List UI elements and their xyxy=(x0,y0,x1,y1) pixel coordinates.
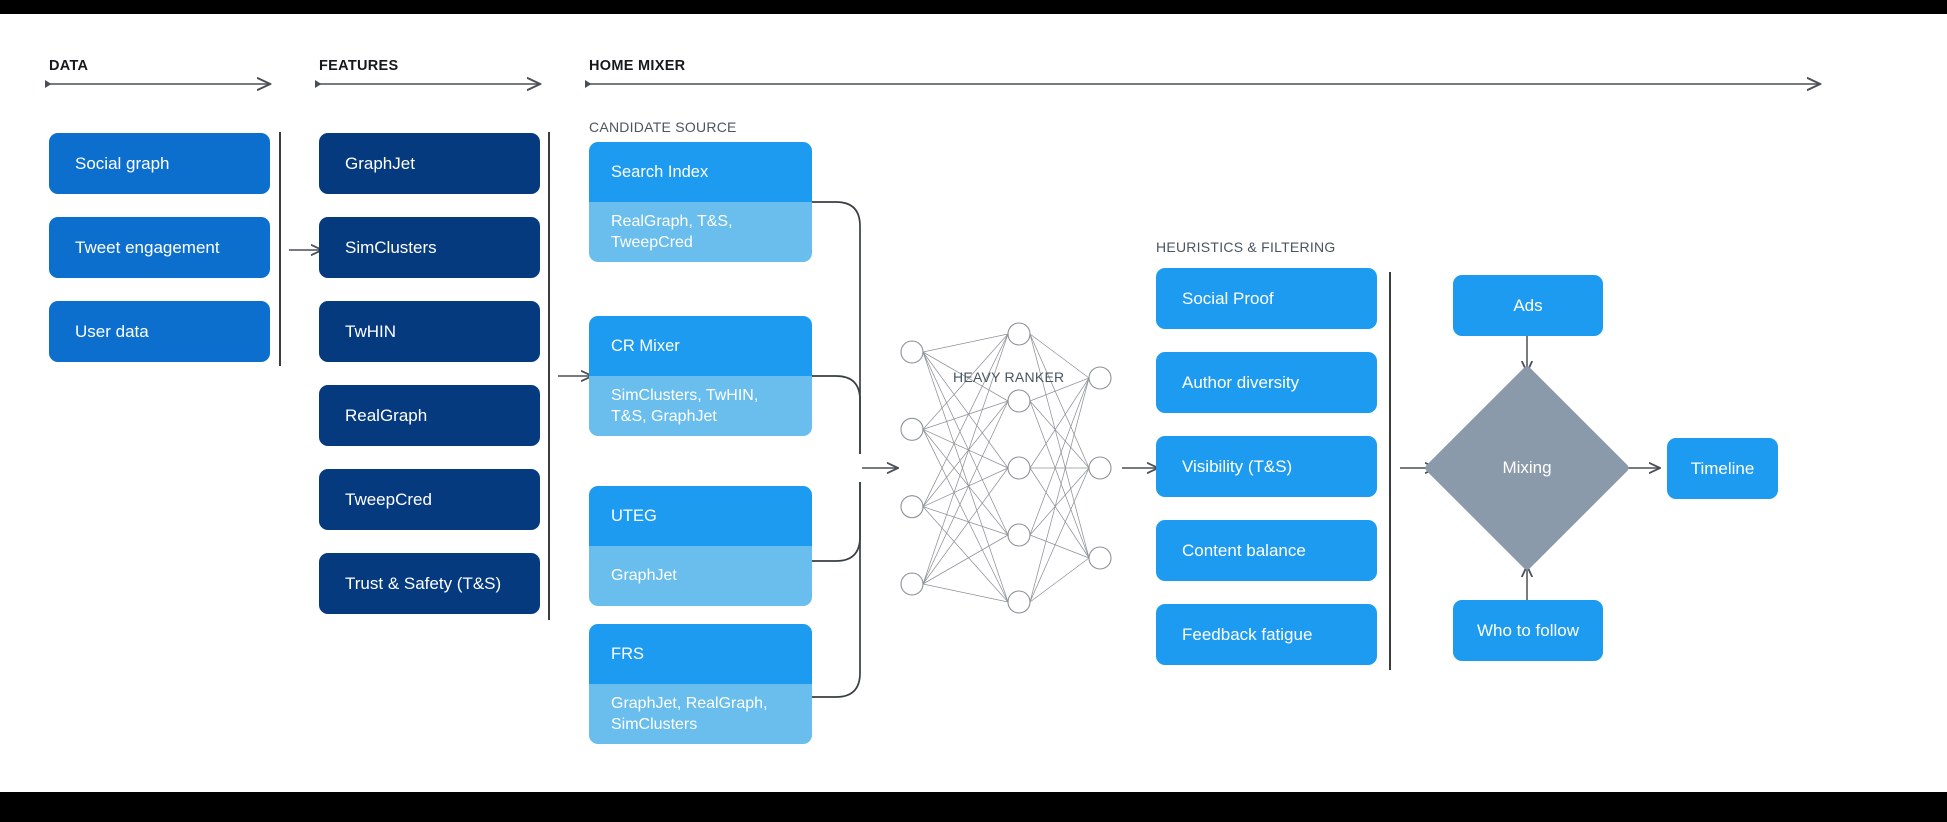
data-box-label: Social graph xyxy=(75,153,170,173)
section-title-data: DATA xyxy=(49,58,89,74)
heuristic-box-label: Feedback fatigue xyxy=(1182,624,1313,644)
mixing-label: Mixing xyxy=(1502,458,1552,477)
candidate-source-name: CR Mixer xyxy=(589,316,812,376)
feature-box-label: GraphJet xyxy=(345,153,415,173)
feature-box-label: SimClusters xyxy=(345,237,437,257)
data-box-user-data[interactable]: User data xyxy=(49,301,270,362)
candidate-source-card-frs[interactable]: FRS GraphJet, RealGraph, SimClusters xyxy=(589,624,812,744)
section-title-home-mixer: HOME MIXER xyxy=(589,58,686,74)
heuristic-box-visibility[interactable]: Visibility (T&S) xyxy=(1156,436,1377,497)
feature-box-twhin[interactable]: TwHIN xyxy=(319,301,540,362)
ads-label: Ads xyxy=(1513,295,1543,315)
data-box-tweet-engagement[interactable]: Tweet engagement xyxy=(49,217,270,278)
candidate-source-name: UTEG xyxy=(589,486,812,546)
section-title-features: FEATURES xyxy=(319,58,399,74)
timeline-label: Timeline xyxy=(1690,458,1755,478)
timeline-box[interactable]: Timeline xyxy=(1667,438,1778,499)
subsection-title-heuristics: HEURISTICS & FILTERING xyxy=(1156,239,1336,255)
candidate-source-card-search-index[interactable]: Search Index RealGraph, T&S, TweepCred xyxy=(589,142,812,262)
candidate-source-features: SimClusters, TwHIN, T&S, GraphJet xyxy=(589,376,812,436)
ads-box[interactable]: Ads xyxy=(1453,275,1603,336)
data-box-label: Tweet engagement xyxy=(75,237,220,257)
candidate-source-name: FRS xyxy=(589,624,812,684)
subsection-title-candidate-source: CANDIDATE SOURCE xyxy=(589,119,737,135)
data-box-social-graph[interactable]: Social graph xyxy=(49,133,270,194)
heuristic-box-label: Author diversity xyxy=(1182,372,1300,392)
feature-box-graphjet[interactable]: GraphJet xyxy=(319,133,540,194)
diagram-canvas: DATA FEATURES HOME MIXER CANDIDATE SOURC… xyxy=(0,14,1947,792)
who-to-follow-label: Who to follow xyxy=(1476,620,1580,640)
feature-box-label: TwHIN xyxy=(345,321,396,341)
candidate-source-features: RealGraph, T&S, TweepCred xyxy=(589,202,812,262)
connector-overlay xyxy=(0,14,1947,698)
feature-box-label: Trust & Safety (T&S) xyxy=(345,573,502,593)
feature-box-realgraph[interactable]: RealGraph xyxy=(319,385,540,446)
heuristic-box-social-proof[interactable]: Social Proof xyxy=(1156,268,1377,329)
candidate-source-features: GraphJet xyxy=(589,546,812,606)
feature-box-trust-safety[interactable]: Trust & Safety (T&S) xyxy=(319,553,540,614)
candidate-source-features: GraphJet, RealGraph, SimClusters xyxy=(589,684,812,744)
candidate-source-name: Search Index xyxy=(589,142,812,202)
heuristic-box-content-balance[interactable]: Content balance xyxy=(1156,520,1377,581)
heuristic-box-label: Visibility (T&S) xyxy=(1182,456,1293,476)
candidate-source-card-cr-mixer[interactable]: CR Mixer SimClusters, TwHIN, T&S, GraphJ… xyxy=(589,316,812,436)
heuristic-box-feedback-fatigue[interactable]: Feedback fatigue xyxy=(1156,604,1377,665)
who-to-follow-box[interactable]: Who to follow xyxy=(1453,600,1603,661)
feature-box-simclusters[interactable]: SimClusters xyxy=(319,217,540,278)
heuristic-box-label: Social Proof xyxy=(1182,288,1274,308)
feature-box-tweepcred[interactable]: TweepCred xyxy=(319,469,540,530)
feature-box-label: RealGraph xyxy=(345,405,428,425)
feature-box-label: TweepCred xyxy=(345,489,432,509)
subsection-title-heavy-ranker: HEAVY RANKER xyxy=(953,369,1065,385)
data-box-label: User data xyxy=(75,321,149,341)
heuristic-box-label: Content balance xyxy=(1182,540,1306,560)
candidate-source-card-uteg[interactable]: UTEG GraphJet xyxy=(589,486,812,606)
heuristic-box-author-diversity[interactable]: Author diversity xyxy=(1156,352,1377,413)
